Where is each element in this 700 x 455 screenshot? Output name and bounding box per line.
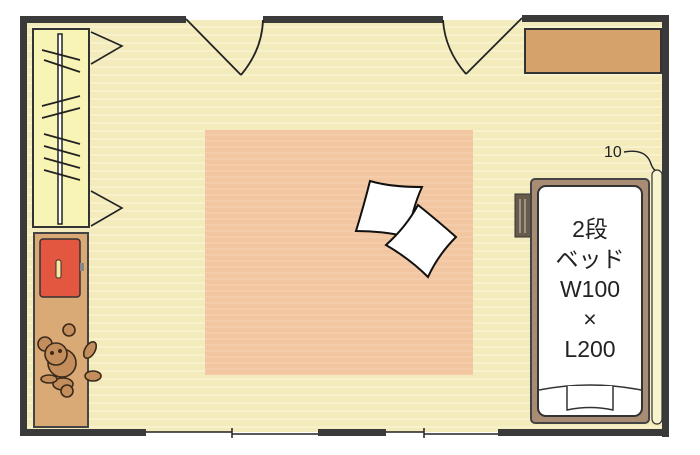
hanger-rail-icon xyxy=(41,31,124,227)
wall-bottom-right xyxy=(498,429,669,436)
bed-label-line4: × xyxy=(583,306,597,332)
cushion-icon xyxy=(384,203,458,279)
door-right xyxy=(442,17,523,75)
door-left xyxy=(185,18,264,76)
dimension-label: 10 xyxy=(604,144,622,161)
wall-bottom-left xyxy=(20,429,146,436)
bed-label-line3: W100 xyxy=(559,276,621,302)
cushions xyxy=(354,179,458,279)
wall-top-right xyxy=(522,15,668,22)
bed-label-line2: ベッド xyxy=(555,246,625,272)
wall-bottom-middle xyxy=(318,429,386,436)
toy-storage-items xyxy=(37,238,102,398)
bed-label-line5: L200 xyxy=(564,336,616,362)
window-right xyxy=(386,428,498,438)
wall-top-middle xyxy=(263,16,443,23)
desk xyxy=(524,28,662,74)
wall-top-left xyxy=(20,16,186,23)
bed-mattress xyxy=(537,185,643,417)
wall-right xyxy=(662,15,669,437)
bed-label-line1: 2段 xyxy=(572,216,608,242)
bed-label: 2段 ベッド W100 × L200 xyxy=(537,214,643,364)
pillow-icon xyxy=(538,384,642,411)
teddy-bear-icon xyxy=(37,323,102,398)
wall-gap-indicator xyxy=(623,150,663,425)
wall-left xyxy=(20,16,27,436)
window-left xyxy=(146,428,318,438)
